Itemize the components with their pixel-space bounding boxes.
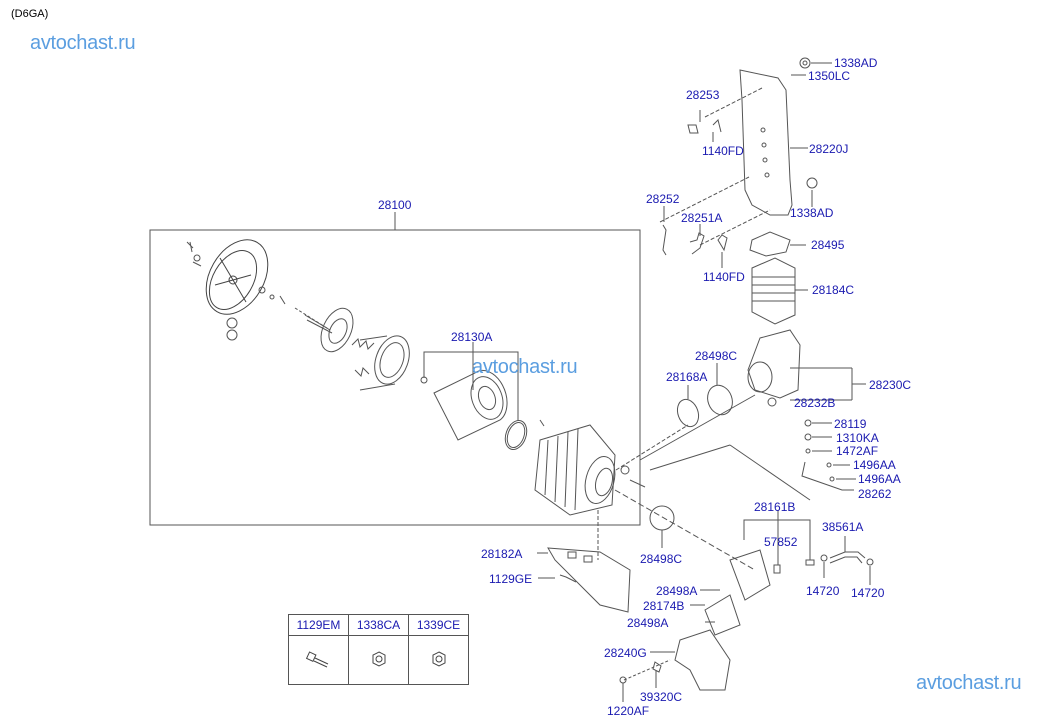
bolt-icon [305, 650, 328, 667]
part-label[interactable]: 28240G [604, 646, 647, 660]
part-label[interactable]: 39320C [640, 690, 683, 704]
part-label[interactable]: 14720 [806, 584, 840, 598]
legend-cell [288, 635, 349, 685]
part-label[interactable]: 1140FD [703, 270, 745, 284]
part-label[interactable]: 1496AA [853, 458, 896, 472]
part-label[interactable]: 28220J [809, 142, 849, 156]
air-cleaner-cover [205, 239, 269, 315]
part-label[interactable]: 1496AA [858, 472, 901, 486]
legend-cell [348, 635, 409, 685]
part-label[interactable]: 1350LC [808, 69, 851, 83]
fastener-legend-table: 1129EM 1338CA 1339CE [288, 614, 469, 685]
part-label[interactable]: 14720 [851, 586, 885, 600]
part-label[interactable]: 28498A [656, 584, 698, 598]
part-label[interactable]: 1310KA [836, 431, 879, 445]
part-label[interactable]: 28168A [666, 370, 708, 384]
part-label[interactable]: 28495 [811, 238, 845, 252]
nut-icon [372, 650, 385, 667]
legend-code[interactable]: 1338CA [348, 614, 409, 636]
watermark: avtochast.ru [30, 32, 136, 54]
part-label[interactable]: 1140FD [702, 144, 744, 158]
watermark: avtochast.ru [916, 672, 1022, 694]
part-label[interactable]: 57852 [764, 535, 798, 549]
part-label[interactable]: 38561A [822, 520, 864, 534]
part-label[interactable]: 28253 [686, 88, 720, 102]
part-label[interactable]: 28119 [834, 417, 867, 431]
part-label[interactable]: 28251A [681, 211, 723, 225]
part-label[interactable]: 28230C [869, 378, 912, 392]
part-label[interactable]: 28130A [451, 330, 493, 344]
air-cleaner-body [534, 424, 616, 516]
part-label[interactable]: 28252 [646, 192, 680, 206]
legend-code[interactable]: 1339CE [408, 614, 469, 636]
engine-code: (D6GA) [11, 8, 49, 20]
nut-icon [432, 650, 445, 667]
part-label[interactable]: 28498A [627, 616, 669, 630]
part-label[interactable]: 1129GE [489, 572, 533, 586]
part-label[interactable]: 28184C [812, 283, 855, 297]
part-label[interactable]: 28182A [481, 547, 523, 561]
part-label[interactable]: 28161B [754, 500, 796, 514]
part-label[interactable]: 28498C [640, 552, 683, 566]
part-label[interactable]: 1338AD [790, 206, 834, 220]
legend-cell [408, 635, 469, 685]
part-label[interactable]: 28232B [794, 396, 836, 410]
part-label[interactable]: 1472AF [836, 444, 879, 458]
part-label[interactable]: 1220AF [607, 704, 650, 718]
part-label[interactable]: 28174B [643, 599, 685, 613]
watermark: avtochast.ru [472, 356, 578, 378]
legend-code[interactable]: 1129EM [288, 614, 349, 636]
part-label[interactable]: 28498C [695, 349, 738, 363]
part-label[interactable]: 1338AD [834, 56, 878, 70]
part-label[interactable]: 28262 [858, 487, 892, 501]
part-label-28100[interactable]: 28100 [378, 198, 412, 212]
